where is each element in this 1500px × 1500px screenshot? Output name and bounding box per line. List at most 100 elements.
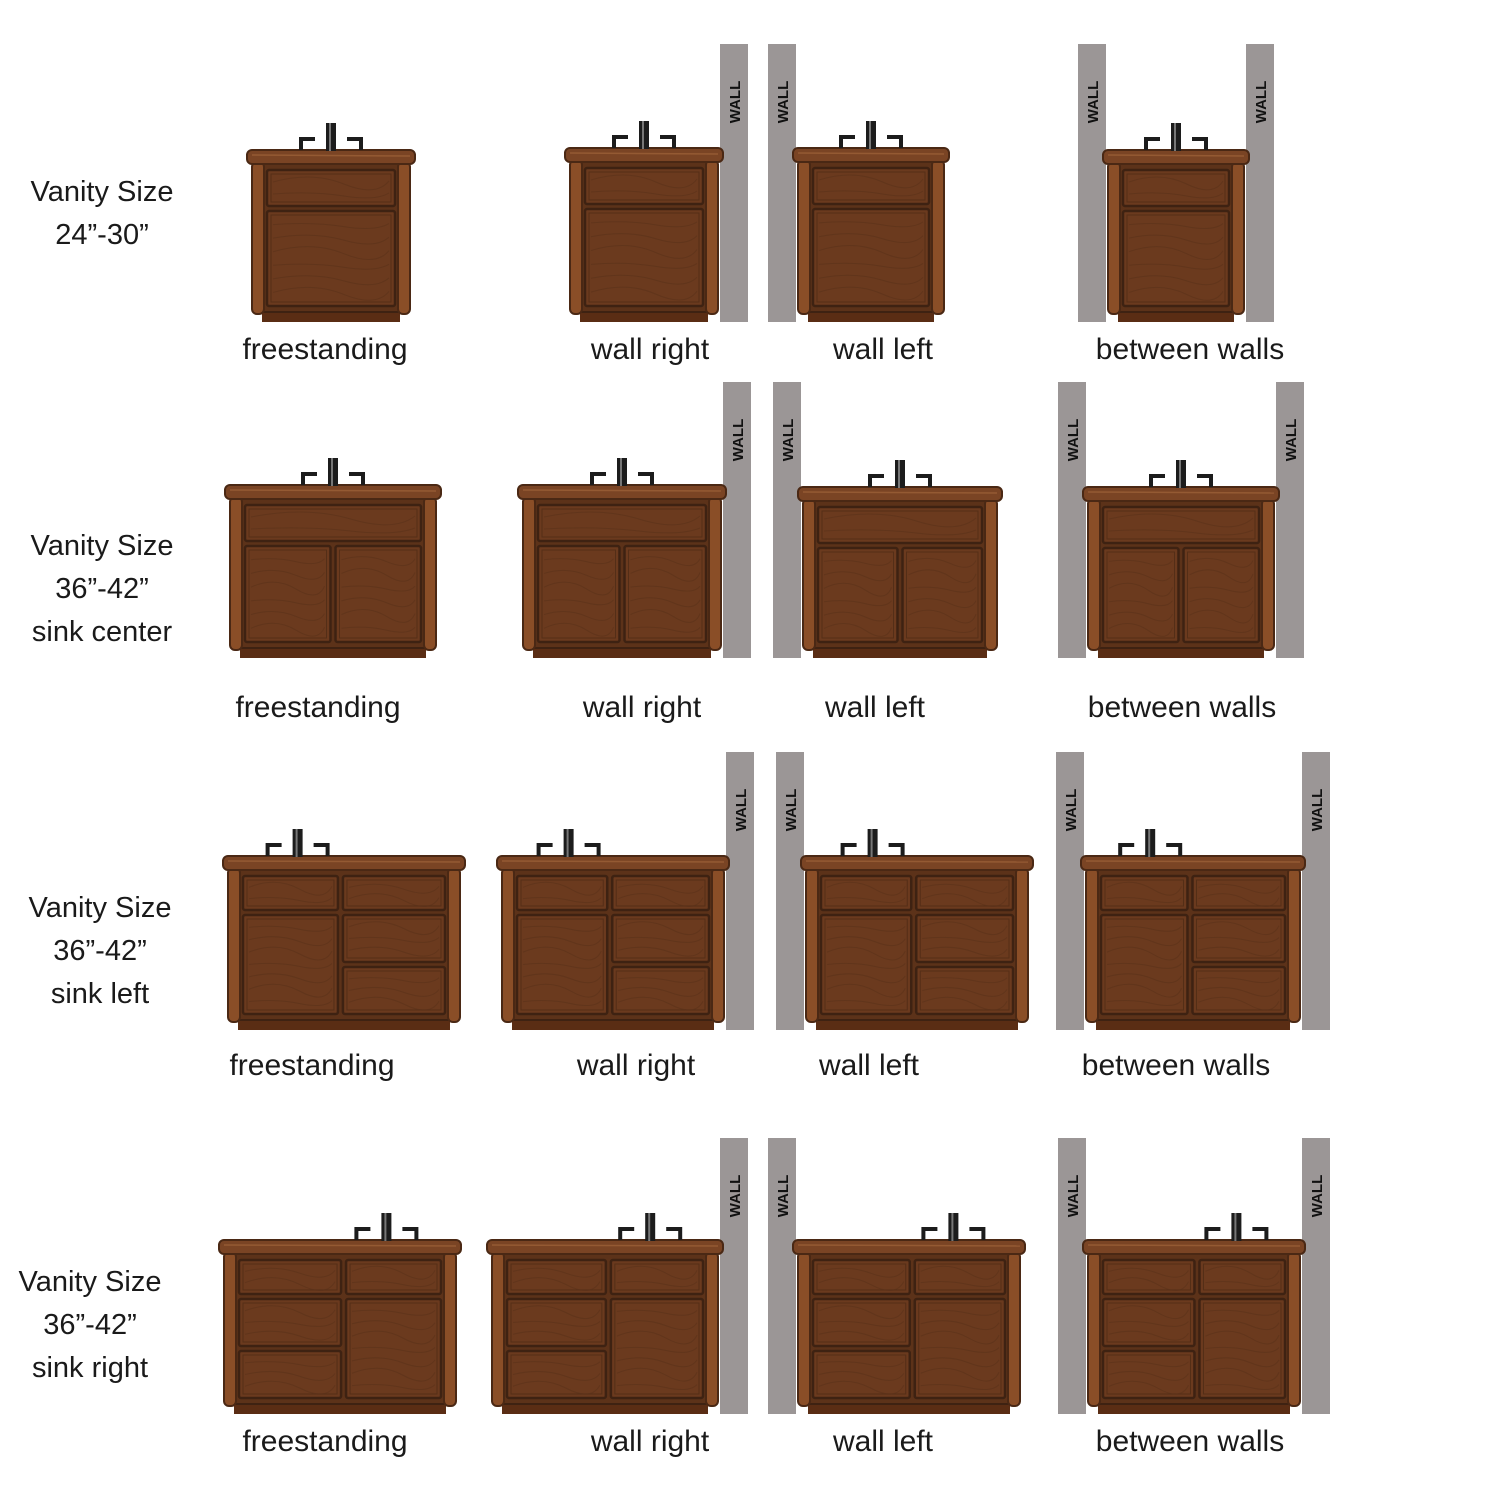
wall-bar: WALL	[720, 1138, 748, 1414]
vanity-base	[1118, 312, 1234, 322]
wall-bar: WALL	[720, 44, 748, 322]
drawer-front	[913, 1258, 1007, 1296]
cabinet-door	[811, 207, 931, 308]
wall-text: WALL	[783, 789, 800, 832]
drawer-front	[341, 874, 447, 912]
drawer-front	[505, 1297, 608, 1348]
faucet-icon	[1149, 460, 1213, 488]
log-post-left	[797, 159, 811, 315]
drawer-front	[610, 874, 711, 912]
faucet-icon	[590, 458, 654, 486]
drawer-front	[1191, 913, 1287, 964]
drawer-front	[237, 1258, 343, 1296]
countertop	[496, 855, 730, 871]
drawer-front	[1099, 874, 1189, 912]
vanity-base	[1096, 1020, 1290, 1030]
cabinet-door-right	[334, 544, 423, 644]
vanity-illustration: WALL	[773, 382, 1003, 658]
vanity-base	[502, 1404, 708, 1414]
countertop	[792, 147, 950, 163]
row-label: Vanity Size 36”-42” sink center	[30, 530, 174, 648]
drawer-front	[1121, 168, 1231, 208]
vanity-illustration	[218, 1213, 462, 1414]
vanity-cabinet	[800, 855, 1034, 1030]
wall-text: WALL	[1309, 789, 1326, 832]
log-post-left	[227, 867, 241, 1023]
drawer-front	[1191, 874, 1287, 912]
vanity-illustration	[246, 123, 416, 322]
wall-bar: WALL	[723, 382, 751, 658]
wall-bar: WALL	[1078, 44, 1106, 322]
vanity-base	[533, 648, 711, 658]
faucet-icon	[265, 829, 330, 857]
log-post-left	[223, 1251, 237, 1407]
config-label: between walls	[1095, 1425, 1285, 1458]
drawer-front	[610, 913, 711, 964]
vanity-cabinet	[1082, 486, 1280, 658]
wall-bar: WALL	[773, 382, 801, 658]
config-label: wall right	[576, 1049, 696, 1082]
drawer-front	[610, 965, 711, 1016]
drawer-front	[811, 1297, 912, 1348]
drawer-front	[914, 874, 1015, 912]
vanity-base	[813, 648, 987, 658]
config-label: freestanding	[242, 333, 408, 366]
log-post-right	[1007, 1251, 1021, 1407]
drawer-front	[1101, 1349, 1196, 1400]
drawer-front	[1198, 1258, 1287, 1296]
countertop	[800, 855, 1034, 871]
vanity-cabinet	[1080, 855, 1306, 1030]
log-post-right	[705, 159, 719, 315]
log-post-right	[1231, 161, 1245, 315]
drawer-front	[811, 1258, 912, 1296]
vanity-cabinet	[496, 855, 730, 1030]
log-post-left	[1107, 161, 1121, 315]
log-post-left	[229, 496, 243, 651]
wall-text: WALL	[775, 81, 792, 124]
log-post-right	[1287, 867, 1301, 1023]
vanity-cell: WALL	[768, 42, 984, 326]
drawer-front	[237, 1297, 343, 1348]
vanity-cell: WALL	[462, 750, 754, 1034]
faucet-icon	[301, 458, 365, 486]
log-post-left	[805, 867, 819, 1023]
vanity-cabinet	[224, 484, 442, 658]
wall-text: WALL	[1085, 81, 1102, 124]
cabinet-door	[609, 1297, 705, 1400]
drawer-front	[1101, 1297, 1196, 1348]
log-post-left	[1085, 867, 1099, 1023]
config-label: between walls	[1081, 1049, 1271, 1082]
cabinet-door	[1198, 1297, 1287, 1400]
faucet-icon	[921, 1213, 986, 1241]
config-label: between walls	[1087, 691, 1277, 724]
vanity-illustration: WALL	[564, 44, 748, 322]
wall-text: WALL	[780, 419, 797, 462]
wall-bar: WALL	[1058, 382, 1086, 658]
log-post-left	[802, 498, 816, 651]
vanity-illustration: WALL	[496, 752, 754, 1030]
config-label: wall right	[590, 1425, 710, 1458]
drawer-front	[914, 913, 1015, 964]
vanity-illustration: WALL	[776, 752, 1034, 1030]
vanity-illustration	[222, 829, 466, 1030]
drawer-front	[515, 874, 609, 912]
vanity-cabinet	[246, 149, 416, 322]
cabinet-door-right	[1182, 546, 1261, 644]
vanity-base	[580, 312, 708, 322]
drawer-front	[243, 503, 423, 543]
cabinet-door	[515, 913, 609, 1016]
log-post-right	[1287, 1251, 1301, 1407]
cabinet-door	[241, 913, 340, 1016]
drawer-front	[237, 1349, 343, 1400]
countertop	[1102, 149, 1250, 165]
config-label: wall right	[590, 333, 710, 366]
cabinet-door-left	[536, 544, 621, 644]
log-post-left	[522, 496, 536, 651]
